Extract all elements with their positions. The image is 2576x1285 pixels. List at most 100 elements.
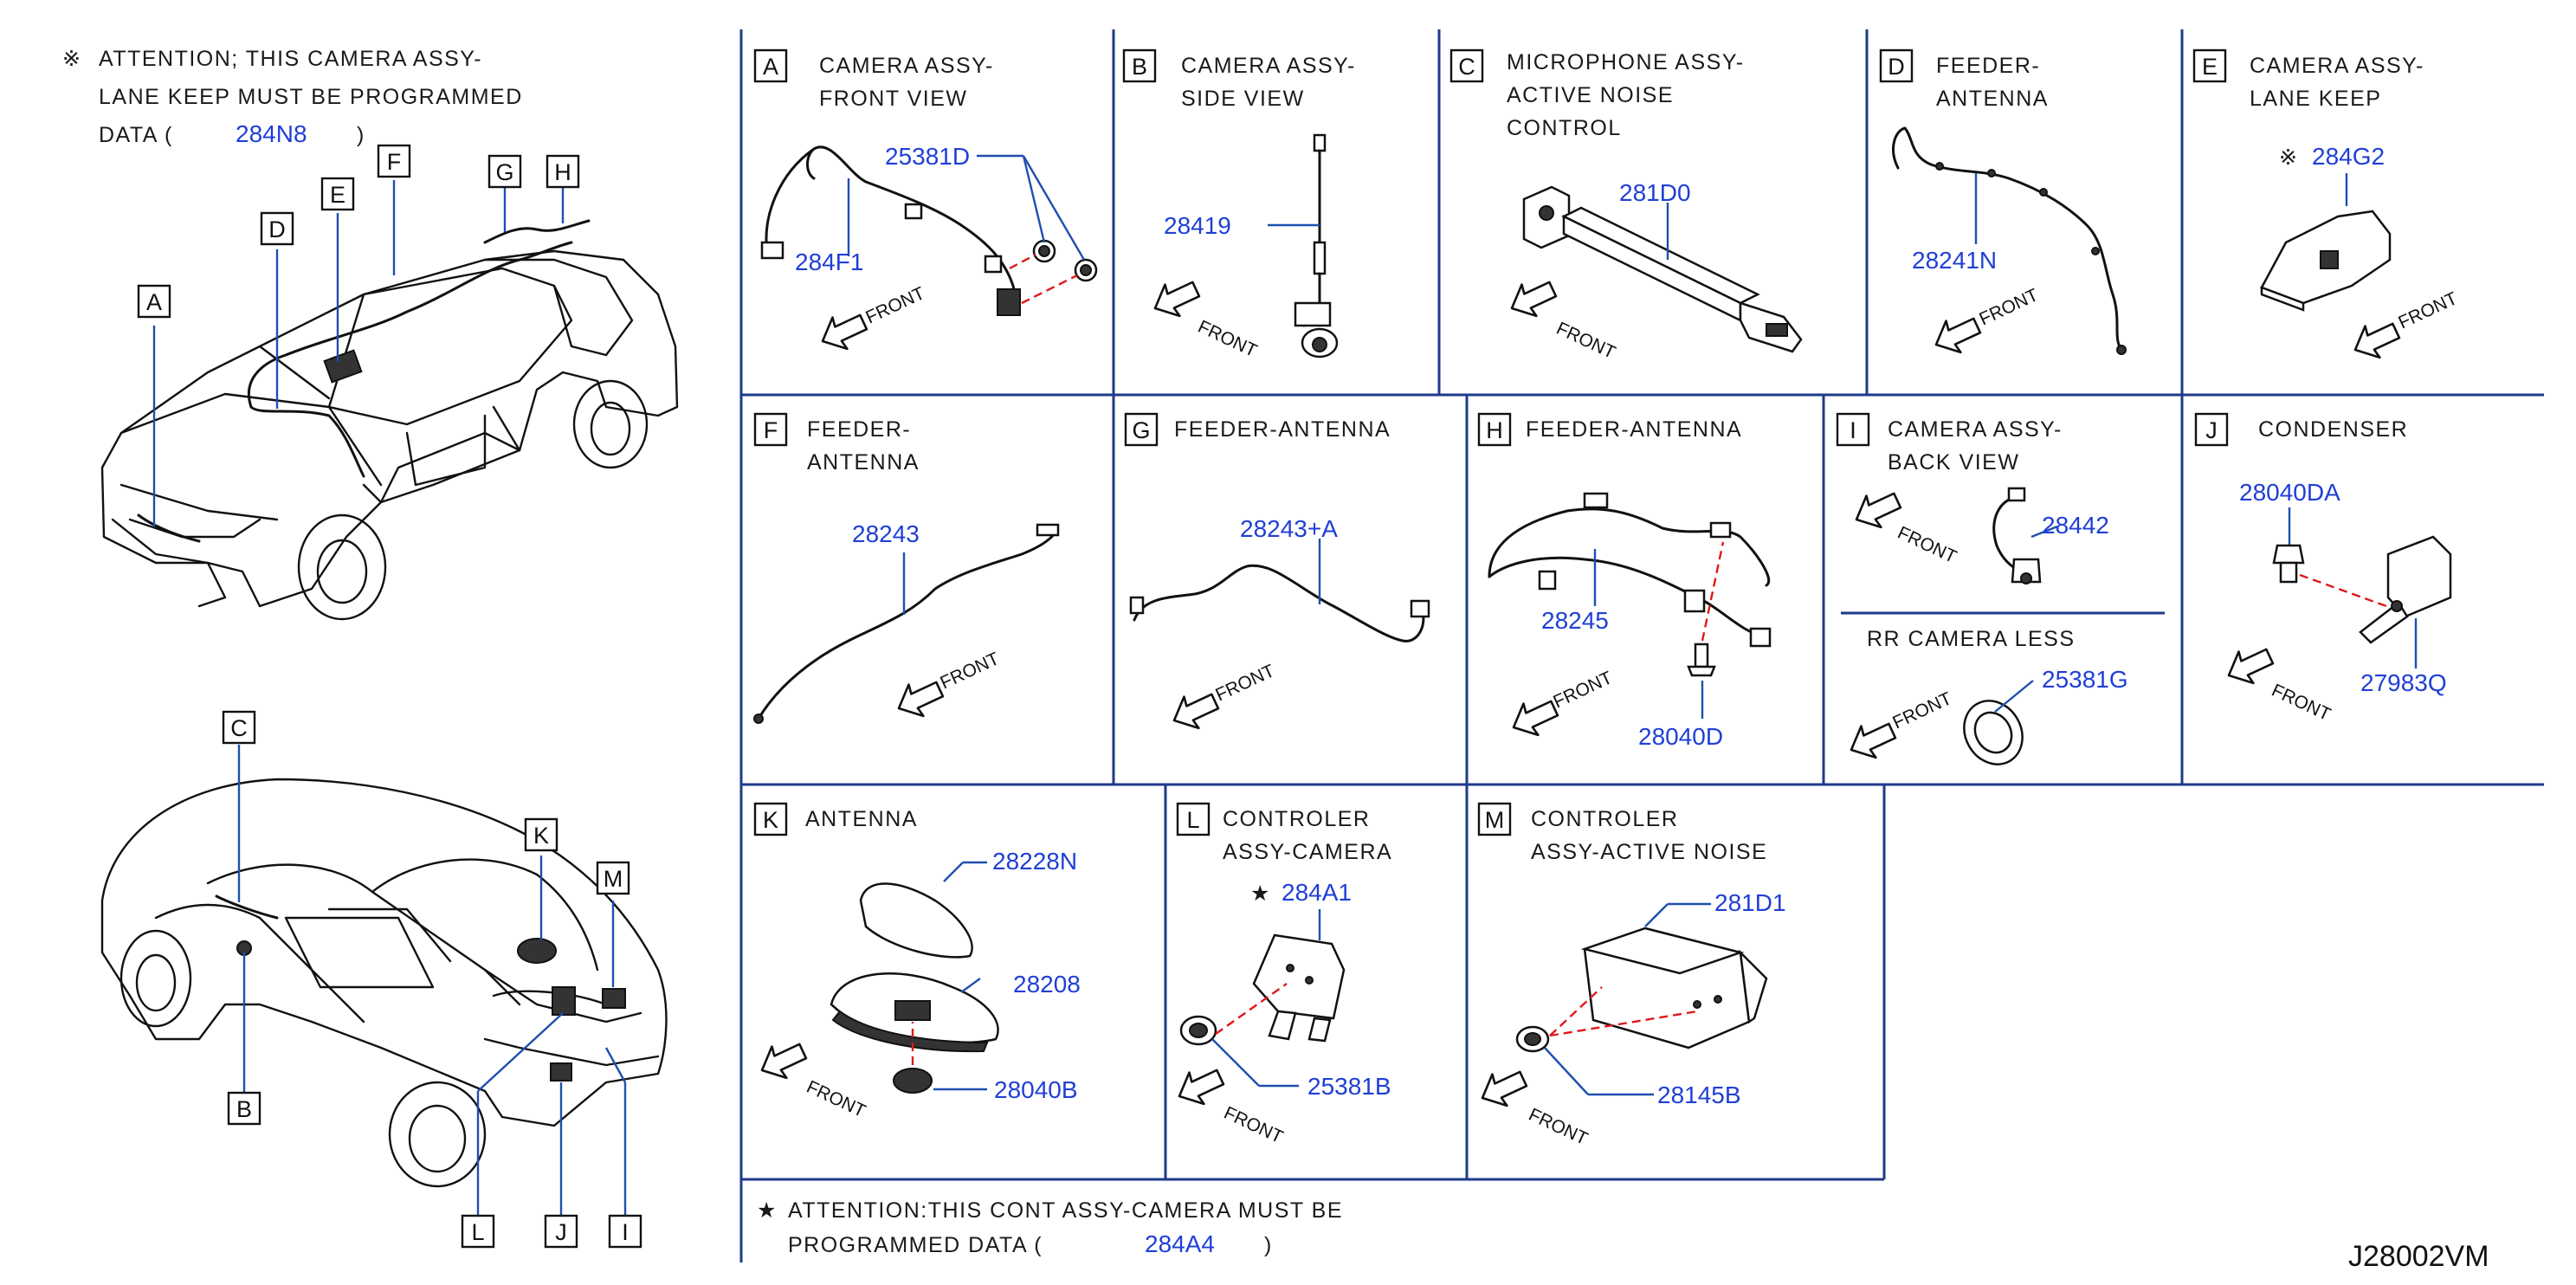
panel-e[interactable]: E CAMERA ASSY- LANE KEEP ※ 284G2 FRONT: [2192, 48, 2461, 367]
panel-a-title-2: FRONT VIEW: [819, 87, 967, 111]
part-281d1[interactable]: 281D1: [1714, 889, 1786, 916]
part-284g2[interactable]: 284G2: [2312, 143, 2385, 170]
panel-f-front-label: FRONT: [937, 649, 1002, 693]
attention-part-number[interactable]: 284N8: [236, 120, 307, 147]
callout-g[interactable]: G: [487, 154, 522, 189]
panel-h[interactable]: H FEEDER-ANTENNA 28245 28040D FRONT: [1477, 412, 1772, 750]
callout-d[interactable]: D: [260, 211, 294, 246]
callout-d-letter: D: [268, 216, 286, 242]
panel-c-letter: C: [1458, 54, 1475, 80]
part-284f1[interactable]: 284F1: [795, 249, 863, 275]
panel-f-title-2: ANTENNA: [807, 450, 920, 475]
panel-g-front-label: FRONT: [1212, 661, 1277, 705]
part-28040b[interactable]: 28040B: [994, 1076, 1078, 1103]
callout-l-letter: L: [471, 1219, 484, 1245]
part-25381b[interactable]: 25381B: [1307, 1073, 1391, 1100]
panel-m-letter: M: [1485, 807, 1505, 833]
panel-k-front-label: FRONT: [804, 1077, 868, 1121]
attention-line-2: LANE KEEP MUST BE PROGRAMMED: [99, 85, 523, 109]
attention-line-1: ATTENTION; THIS CAMERA ASSY-: [99, 47, 482, 71]
part-27983q[interactable]: 27983Q: [2360, 669, 2447, 696]
panel-j-front-label: FRONT: [2269, 681, 2334, 725]
panel-d[interactable]: D FEEDER- ANTENNA 28241N FRONT: [1879, 48, 2127, 362]
panel-g[interactable]: G FEEDER-ANTENNA 28243+A FRONT: [1124, 412, 1430, 738]
part-28040da[interactable]: 28040DA: [2239, 479, 2340, 506]
part-25381d[interactable]: 25381D: [885, 143, 970, 170]
panel-d-front-label: FRONT: [1976, 285, 2041, 329]
panel-g-letter: G: [1132, 417, 1150, 443]
callout-m-letter: M: [604, 866, 623, 892]
attention-mark: ※: [62, 47, 81, 71]
part-28243-a[interactable]: 28243+A: [1240, 515, 1338, 542]
panel-e-front-label: FRONT: [2395, 288, 2460, 333]
callout-j-letter: J: [555, 1219, 567, 1245]
part-28040d[interactable]: 28040D: [1638, 723, 1723, 750]
panel-m[interactable]: M CONTROLER ASSY-ACTIVE NOISE 281D1 2814…: [1474, 802, 1786, 1149]
attention-bottom-part-number[interactable]: 284A4: [1145, 1230, 1215, 1257]
part-28419[interactable]: 28419: [1164, 212, 1231, 239]
attention-note-top: ※ ATTENTION; THIS CAMERA ASSY- LANE KEEP…: [62, 47, 523, 147]
panel-b-title-1: CAMERA ASSY-: [1181, 54, 1356, 78]
panel-b[interactable]: B CAMERA ASSY- SIDE VIEW 28419 FRONT: [1122, 48, 1356, 361]
panel-i-title-1: CAMERA ASSY-: [1888, 417, 2063, 442]
callout-f[interactable]: F: [377, 144, 411, 178]
car-rear-callouts: C B K M L J I: [222, 710, 642, 1249]
callout-a[interactable]: A: [137, 284, 171, 319]
callout-c[interactable]: C: [222, 710, 256, 745]
attention-bottom-mark: ★: [757, 1198, 778, 1223]
panel-i-letter: I: [1850, 417, 1856, 443]
callout-e-letter: E: [330, 182, 345, 208]
panel-i[interactable]: I CAMERA ASSY- BACK VIEW 28442 FRONT RR …: [1836, 412, 2128, 775]
panel-h-letter: H: [1486, 417, 1503, 443]
part-28208[interactable]: 28208: [1013, 971, 1081, 998]
panel-c-title-2: ACTIVE NOISE: [1507, 83, 1674, 107]
part-28442[interactable]: 28442: [2042, 512, 2109, 539]
callout-i[interactable]: I: [608, 1214, 642, 1249]
panel-b-letter: B: [1132, 54, 1147, 80]
callout-j[interactable]: J: [544, 1214, 578, 1249]
part-28241n[interactable]: 28241N: [1912, 247, 1997, 274]
part-28245[interactable]: 28245: [1541, 607, 1609, 634]
panel-c-title-1: MICROPHONE ASSY-: [1507, 50, 1745, 74]
attention-line-3-prefix: DATA (: [99, 123, 173, 147]
panel-e-mark: ※: [2279, 145, 2298, 170]
car-front-view: [100, 219, 679, 621]
panel-a[interactable]: A CAMERA ASSY- FRONT VIEW 25381D 284F1 F…: [753, 48, 1098, 358]
panel-d-title-1: FEEDER-: [1936, 54, 2040, 78]
part-28243[interactable]: 28243: [852, 520, 920, 547]
callout-i-letter: I: [622, 1219, 629, 1245]
callout-h-letter: H: [554, 159, 571, 185]
callout-b[interactable]: B: [227, 1091, 261, 1126]
panel-c-title-3: CONTROL: [1507, 116, 1622, 140]
callout-k[interactable]: K: [524, 817, 558, 852]
part-25381g[interactable]: 25381G: [2042, 666, 2128, 693]
panel-i-front-label: FRONT: [1895, 523, 1959, 567]
panel-h-front-label: FRONT: [1550, 668, 1615, 712]
panel-b-front-label: FRONT: [1195, 317, 1260, 361]
panel-c[interactable]: C MICROPHONE ASSY- ACTIVE NOISE CONTROL …: [1449, 48, 1803, 363]
callout-m[interactable]: M: [596, 861, 630, 895]
panel-a-front-label: FRONT: [862, 283, 927, 327]
attention-bottom-line-2-prefix: PROGRAMMED DATA (: [788, 1233, 1043, 1257]
part-28228n[interactable]: 28228N: [992, 848, 1077, 875]
drawing-code: J28002VM: [2348, 1240, 2489, 1273]
panel-grid: [739, 29, 2544, 1262]
panel-k[interactable]: K ANTENNA 28228N 28208 28040B FRONT: [753, 802, 1081, 1121]
panel-j[interactable]: J CONDENSER 28040DA 27983Q FRONT: [2194, 412, 2452, 725]
panel-l[interactable]: L CONTROLER ASSY-CAMERA ★ 284A1 25381B F…: [1171, 802, 1393, 1147]
callout-l[interactable]: L: [461, 1214, 495, 1249]
panel-f[interactable]: F FEEDER- ANTENNA 28243 FRONT: [753, 412, 1060, 726]
callout-f-letter: F: [387, 149, 402, 175]
car-front-callouts: A D E F G H: [137, 144, 580, 526]
callout-e[interactable]: E: [320, 177, 355, 211]
part-281d0[interactable]: 281D0: [1619, 179, 1691, 206]
part-284a1[interactable]: 284A1: [1282, 879, 1352, 906]
panel-l-front-label: FRONT: [1221, 1103, 1286, 1147]
panel-l-title-2: ASSY-CAMERA: [1223, 840, 1392, 864]
callout-h[interactable]: H: [546, 154, 580, 189]
part-28145b[interactable]: 28145B: [1657, 1082, 1741, 1108]
panel-l-letter: L: [1186, 807, 1199, 833]
panel-i-front-label-2: FRONT: [1889, 688, 1954, 733]
attention-line-3-suffix: ): [357, 123, 365, 147]
